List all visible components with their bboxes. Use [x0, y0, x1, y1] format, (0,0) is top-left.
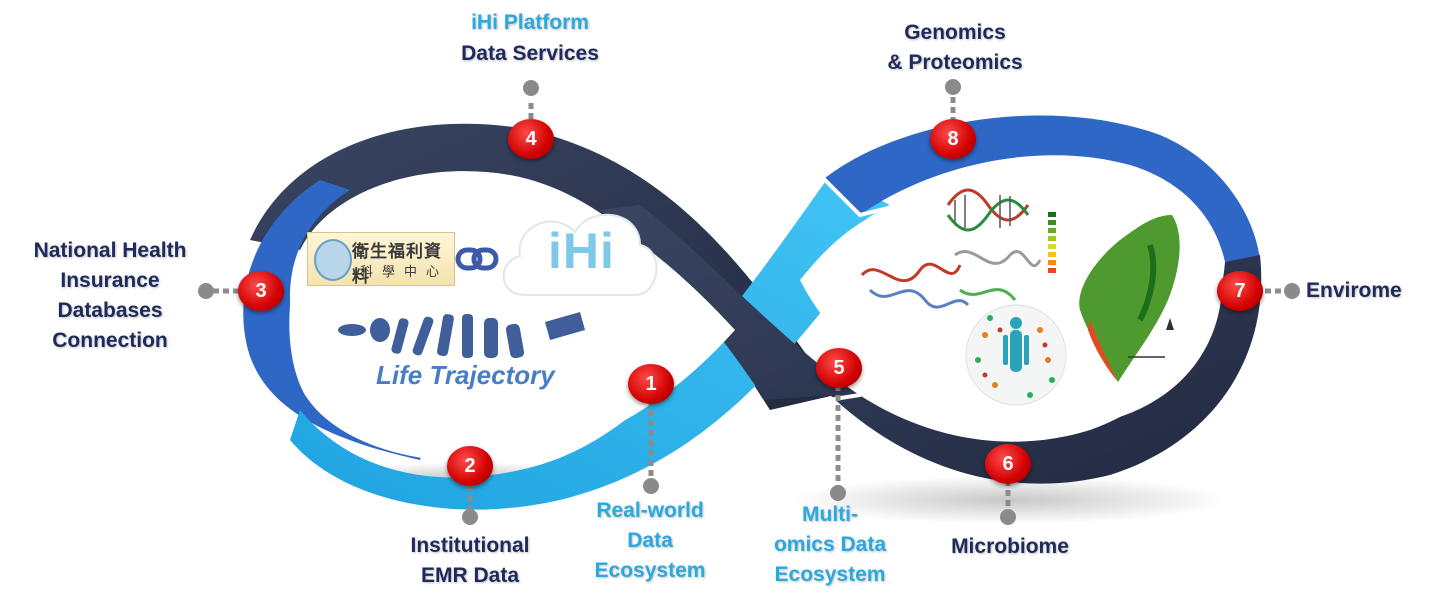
label-institutional-emr: Institutional EMR Data — [410, 534, 530, 587]
badge-5: 5 — [816, 348, 862, 388]
badge-1: 1 — [628, 364, 674, 404]
label-genomics-proteomics: Genomics & Proteomics — [887, 21, 1023, 74]
mohw-subtitle: 科學中心 — [360, 265, 449, 280]
badge-6: 6 — [985, 444, 1031, 484]
badge-2: 2 — [447, 446, 493, 486]
badge-7: 7 — [1217, 271, 1263, 311]
label-real-world-ecosystem: Real-world Data Ecosystem — [594, 499, 706, 582]
label-microbiome: Microbiome — [951, 535, 1069, 558]
label-ihi-platform: iHi Platform — [471, 11, 589, 34]
label-multi-omics-ecosystem: Multi- omics Data Ecosystem — [773, 503, 887, 586]
microbiome-image — [965, 304, 1067, 406]
left-loop-blue-band — [243, 180, 430, 460]
right-loop-blue-band — [825, 115, 1260, 262]
ihi-cloud-shape — [502, 213, 658, 296]
map-legend — [1048, 212, 1056, 273]
badge-3: 3 — [238, 271, 284, 311]
life-trajectory-figures — [338, 312, 585, 359]
seam-upper — [818, 173, 901, 218]
mohw-emblem-icon — [314, 239, 352, 281]
mohw-title: 衛生福利資料 — [352, 242, 442, 287]
label-envirome: Envirome — [1306, 279, 1402, 302]
taiwan-map-image — [1048, 212, 1180, 382]
ihi-logo-text: iHi — [548, 223, 615, 279]
mohw-data-center-logo: 衛生福利資料 科學中心 — [307, 232, 455, 287]
label-data-services: Data Services — [461, 42, 599, 65]
link-icon — [455, 247, 499, 271]
dna-helix-image — [946, 188, 1030, 232]
connector-dots — [198, 79, 1300, 525]
life-trajectory-label: Life Trajectory — [376, 360, 555, 390]
right-loop-dark-band — [600, 205, 1262, 484]
badge-4: 4 — [508, 119, 554, 159]
label-nhi-databases: National Health Insurance Databases Conn… — [33, 239, 187, 352]
protein-structure-image — [860, 250, 1042, 309]
badge-8: 8 — [930, 119, 976, 159]
